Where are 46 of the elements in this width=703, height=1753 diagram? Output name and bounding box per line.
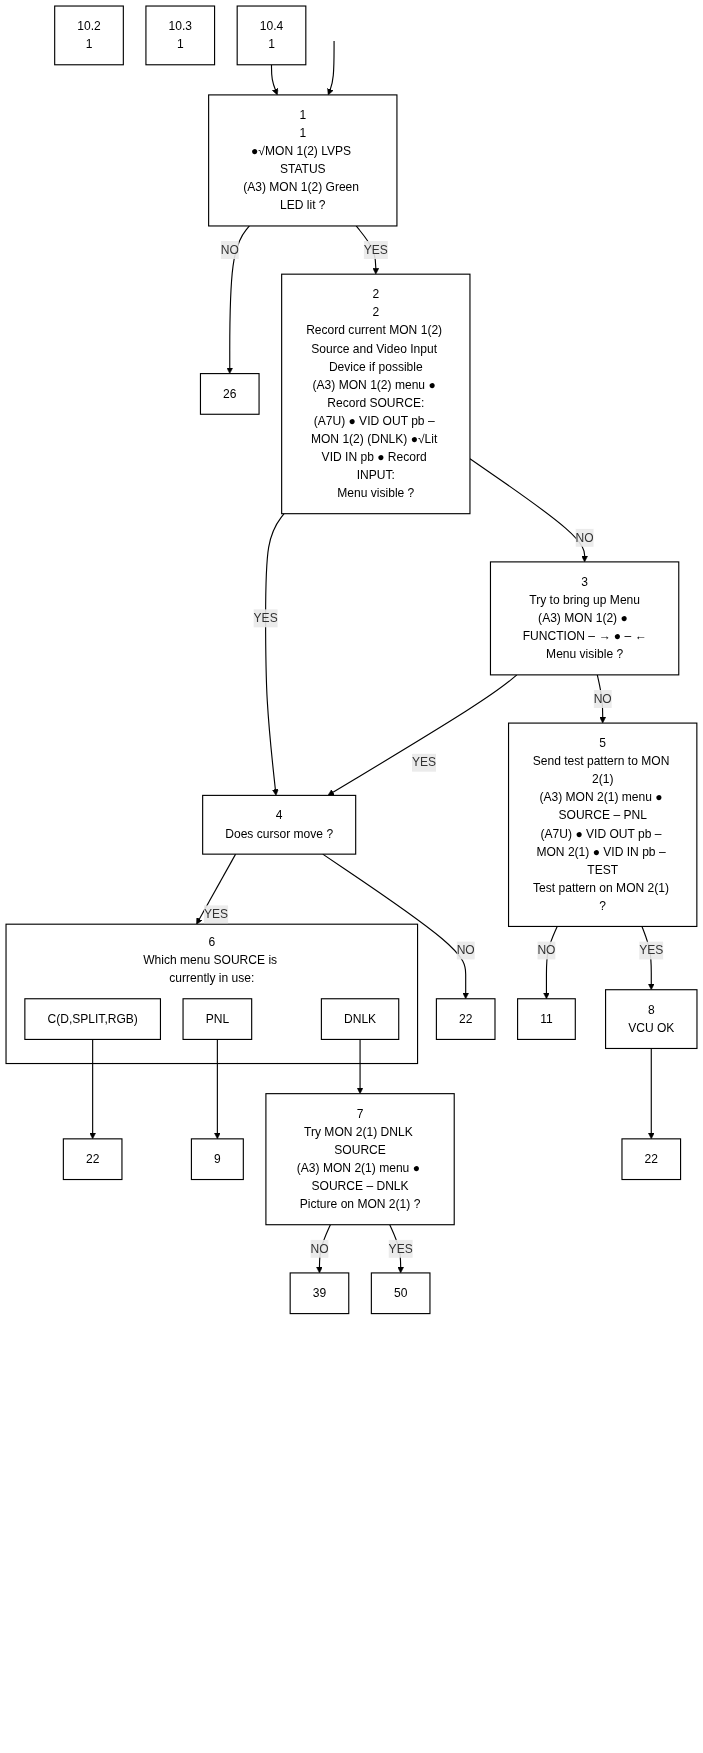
edge-label: YES [253,611,278,625]
edge-label: NO [456,943,475,957]
arrow [356,1038,364,1094]
node-box: 1 1 ●√MON 1(2) LVPS STATUS (A3) MON 1(2) Green LED lit ? [208,94,398,227]
arrow [322,853,469,1000]
node-box: PNL [182,998,253,1040]
edge-label: NO [220,243,239,257]
node-box: 7 Try MON 2(1) DNLK SOURCE (A3) MON 2(1) menu ● SOURCE – DNLK Picture on MON 2(1) ? [265,1093,455,1226]
arrow [226,225,250,374]
arrow [196,853,237,925]
edge-label: YES [363,243,388,257]
node-box: 22 [62,1138,123,1181]
node-box: 4 Does cursor move ? [202,794,357,855]
arrow [265,513,285,796]
edge-label: NO [537,943,556,957]
arrow [647,1047,655,1140]
node-box: 22 [621,1138,682,1181]
node-box: 26 [199,373,260,415]
edge-label: YES [204,907,229,921]
edge-label: NO [593,692,612,706]
edge-label: YES [412,755,437,769]
node-box: 11 [517,998,576,1040]
node-box: 3 Try to bring up Menu (A3) MON 1(2) ● FUNCTION – → ● – ← Menu visible ? [489,561,680,676]
arrow [214,1038,221,1140]
arrow [469,458,588,563]
node-box: 8 VCU OK [605,989,698,1050]
node-box: 22 [435,998,496,1040]
node-box: 10.3 1 [145,5,216,66]
edge-label: YES [388,1242,413,1255]
node-box: C(D,SPLIT,RGB) [24,998,161,1040]
arrow [543,925,558,1000]
node-box: 2 2 Record current MON 1(2) Source and Video Input Device if possible (A3) MON 1(2) menu ● Record SOURCE: (A7U) ● VID OUT pb – MON 1(2) (DNLK) ●√Lit VID IN pb ● Record INPUT: Menu visible ? [281,273,471,515]
edge-label: YES [639,943,664,957]
edge-label: NO [575,531,594,544]
node-box: 10.4 1 [236,5,307,66]
node-box: DNLK [320,998,400,1040]
arrow [327,40,335,96]
arrow [89,1038,96,1140]
node-box: 50 [370,1272,431,1315]
node-box: 39 [289,1272,350,1315]
node-box: 5 Send test pattern to MON 2(1) (A3) MON 2(1) menu ● SOURCE – PNL (A7U) ● VID OUT pb – MON 2(1) ● VID IN pb – TEST Test pattern on MON 2(1) ? [508,722,698,927]
arrow [327,674,518,796]
node-box: 10.2 1 [54,5,124,66]
arrow [270,64,279,96]
node-box: 9 [190,1138,244,1181]
edge-label: NO [310,1242,329,1255]
